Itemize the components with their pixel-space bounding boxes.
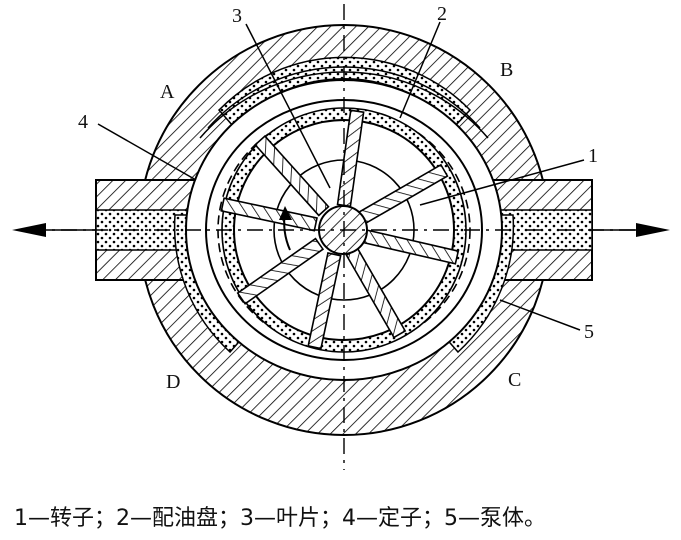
leader-lines bbox=[97, 21, 585, 331]
label-pump-body: 5 bbox=[584, 321, 594, 343]
vane bbox=[254, 135, 330, 217]
vane-pump-diagram: 3 2 1 4 5 A B C D bbox=[12, 3, 670, 470]
label-port-d: D bbox=[166, 371, 180, 393]
rotation-arrow bbox=[279, 206, 292, 251]
label-port-plate: 2 bbox=[437, 3, 447, 25]
label-port-b: B bbox=[500, 59, 513, 81]
leader-2 bbox=[399, 21, 441, 119]
inlet-arrow bbox=[592, 223, 670, 237]
vane bbox=[236, 237, 325, 305]
label-rotor: 1 bbox=[588, 145, 598, 167]
label-port-c: C bbox=[508, 369, 521, 391]
figure-caption: 1—转子；2—配油盘；3—叶片；4—定子；5—泵体。 bbox=[14, 506, 546, 531]
label-stator: 4 bbox=[78, 111, 88, 133]
leader-4 bbox=[97, 123, 197, 181]
leader-5 bbox=[499, 299, 581, 331]
outlet-arrow bbox=[12, 223, 96, 237]
vane bbox=[220, 197, 318, 232]
vanes bbox=[220, 109, 460, 350]
label-vane: 3 bbox=[232, 5, 242, 27]
vane bbox=[307, 252, 342, 350]
label-port-a: A bbox=[160, 81, 175, 103]
leader-1 bbox=[419, 159, 585, 206]
leader-3 bbox=[245, 23, 331, 189]
